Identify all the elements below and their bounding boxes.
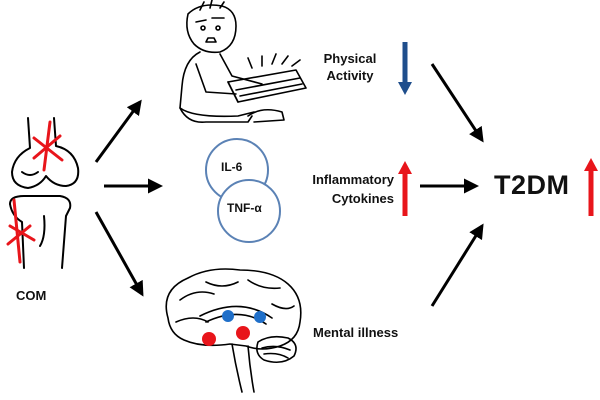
t2dm-up-arrow bbox=[584, 158, 598, 216]
t2dm-label: T2DM bbox=[494, 170, 570, 200]
com-label: COM bbox=[16, 288, 47, 303]
tnf-circle bbox=[217, 179, 281, 243]
physical-activity-label-line1: Physical bbox=[323, 51, 377, 66]
tnf-alpha-label: TNF-α bbox=[227, 201, 262, 215]
mental-illness-label: Mental illness bbox=[313, 325, 399, 340]
arrow-com-to-mental bbox=[94, 211, 144, 297]
inflammatory-cytokines-label: Inflammatory Cytokines bbox=[284, 170, 394, 208]
brain-icon bbox=[165, 268, 302, 393]
brain-dot-red-right bbox=[236, 326, 250, 340]
brain-dot-red-left bbox=[202, 332, 216, 346]
cytokines-up-arrow bbox=[398, 161, 412, 216]
il6-label: IL-6 bbox=[221, 160, 243, 174]
physical-activity-down-arrow bbox=[398, 42, 412, 95]
arrow-physical-to-t2dm bbox=[430, 63, 484, 143]
brain-dot-blue-right bbox=[254, 311, 266, 323]
person-at-computer-icon bbox=[179, 0, 307, 124]
physical-activity-label-line2: Activity bbox=[326, 68, 374, 83]
arrow-com-to-physical bbox=[94, 99, 142, 163]
arrow-mental-to-t2dm bbox=[430, 223, 484, 307]
inflammatory-cytokines-label-line1: Inflammatory bbox=[312, 172, 394, 187]
knee-joint-icon bbox=[6, 117, 80, 269]
inflammatory-cytokines-label-line2: Cytokines bbox=[331, 191, 394, 206]
brain-dot-blue-left bbox=[222, 310, 234, 322]
physical-activity-label: Physical Activity bbox=[310, 50, 390, 84]
